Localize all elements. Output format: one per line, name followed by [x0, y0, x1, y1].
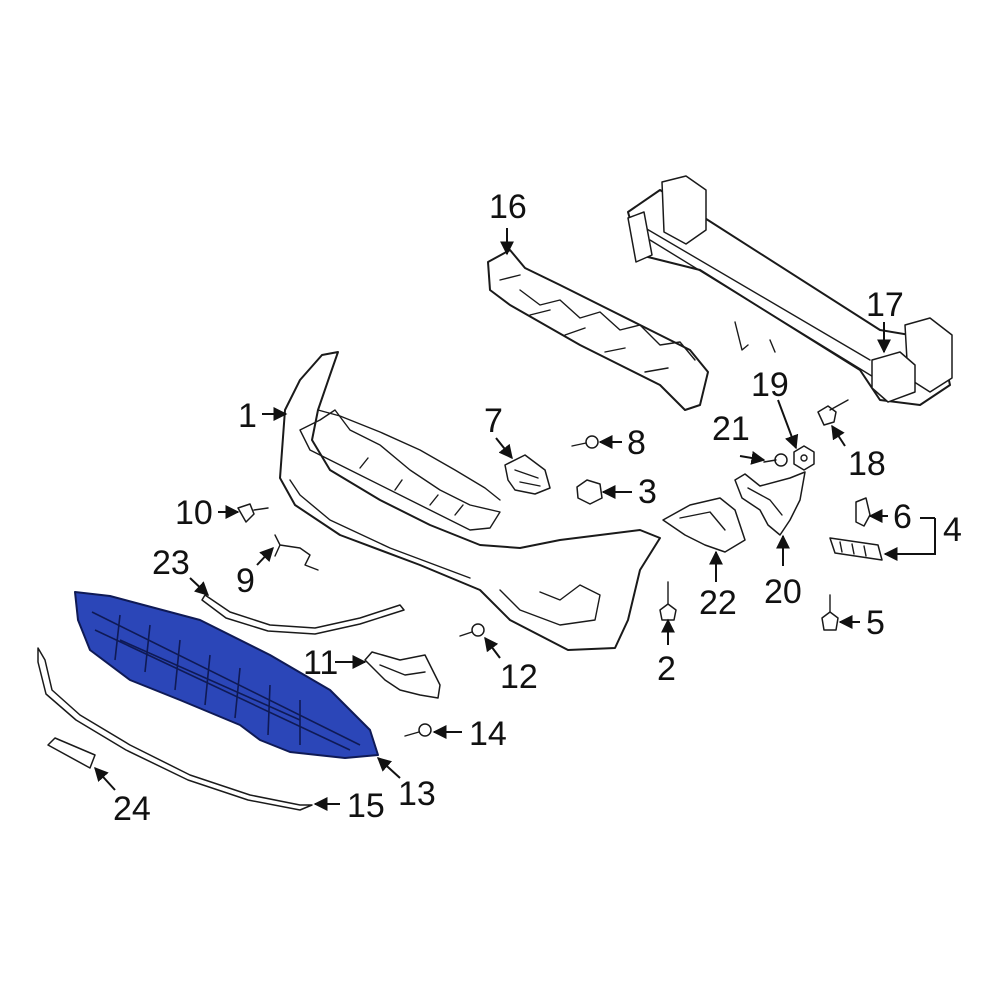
leader-19 — [777, 399, 799, 450]
part-23-molding[interactable] — [201, 594, 405, 635]
callout-3[interactable]: 3 — [638, 473, 657, 511]
part-2-bolt[interactable] — [659, 581, 677, 621]
callout-6[interactable]: 6 — [893, 498, 912, 536]
part-12-screw[interactable] — [459, 623, 485, 637]
part-1-bumper-cover[interactable] — [279, 351, 661, 651]
callout-12[interactable]: 12 — [500, 658, 538, 696]
part-19-nut[interactable] — [793, 445, 815, 471]
part-5-bolt[interactable] — [821, 594, 839, 631]
leader-9 — [256, 546, 274, 566]
part-15-lower-molding[interactable] — [37, 647, 313, 811]
callout-7[interactable]: 7 — [484, 402, 503, 440]
part-17-reinforcement-beam[interactable] — [627, 175, 953, 406]
part-11-bracket[interactable] — [364, 651, 441, 699]
part-6-clip[interactable] — [855, 497, 871, 527]
callout-20[interactable]: 20 — [764, 573, 802, 611]
part-20-bracket[interactable] — [734, 471, 806, 536]
leader-24 — [94, 766, 116, 791]
part-13-lower-grille[interactable] — [74, 591, 379, 759]
leader-4a — [883, 518, 936, 561]
part-16-energy-absorber[interactable] — [487, 249, 709, 411]
callout-14[interactable]: 14 — [469, 715, 507, 753]
part-4-bracket[interactable] — [829, 537, 883, 561]
part-8-screw[interactable] — [571, 435, 599, 449]
part-3-clip[interactable] — [576, 479, 603, 505]
leader-21 — [739, 451, 766, 465]
callout-15[interactable]: 15 — [347, 787, 385, 825]
callout-17[interactable]: 17 — [866, 286, 904, 324]
leader-lines — [94, 228, 936, 811]
callout-24[interactable]: 24 — [113, 790, 151, 828]
callout-5[interactable]: 5 — [866, 604, 885, 642]
part-24-plate[interactable] — [47, 737, 96, 769]
callout-22[interactable]: 22 — [699, 584, 737, 622]
callout-11[interactable]: 11 — [303, 644, 338, 682]
callout-4[interactable]: 4 — [943, 511, 962, 549]
callout-13[interactable]: 13 — [398, 775, 436, 813]
leader-12 — [484, 636, 501, 659]
part-14-screw[interactable] — [404, 723, 432, 737]
callout-16[interactable]: 16 — [489, 188, 527, 226]
callout-8[interactable]: 8 — [627, 424, 646, 462]
callout-9[interactable]: 9 — [236, 562, 255, 600]
callout-labels: 1 2 3 4 5 6 7 8 9 10 11 12 13 14 15 16 1… — [113, 188, 962, 828]
callout-10[interactable]: 10 — [175, 494, 213, 532]
part-9-wire-bracket[interactable] — [274, 534, 319, 571]
part-18-bolt[interactable] — [817, 399, 849, 426]
leader-13 — [376, 757, 401, 779]
callout-19[interactable]: 19 — [751, 366, 789, 404]
part-10-clip[interactable] — [237, 503, 269, 523]
callout-2[interactable]: 2 — [657, 650, 676, 688]
part-21-screw[interactable] — [763, 453, 788, 467]
leader-7 — [495, 437, 513, 460]
part-7-bracket[interactable] — [504, 454, 551, 495]
part-22-side-bracket[interactable] — [662, 497, 746, 553]
callout-21[interactable]: 21 — [712, 410, 750, 448]
callout-1[interactable]: 1 — [238, 397, 257, 435]
callout-23[interactable]: 23 — [152, 544, 190, 582]
leader-18 — [831, 424, 846, 447]
leader-23 — [189, 577, 210, 596]
callout-18[interactable]: 18 — [848, 445, 886, 483]
